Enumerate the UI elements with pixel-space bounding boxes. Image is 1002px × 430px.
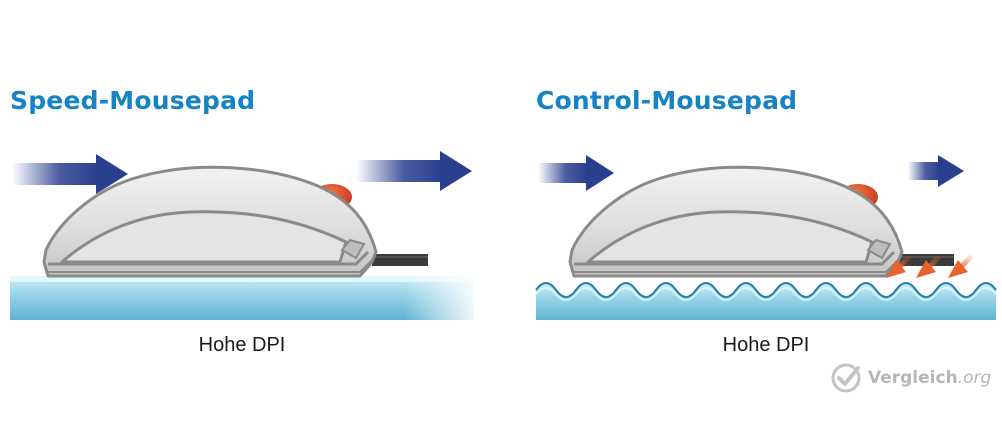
vergleich-watermark: Vergleich.org bbox=[830, 362, 991, 394]
friction-arrow-2 bbox=[916, 254, 942, 278]
watermark-name: Vergleich bbox=[868, 368, 958, 388]
right-mouse-illustration bbox=[568, 165, 956, 278]
speed-mousepad-caption: Hohe DPI bbox=[198, 334, 286, 356]
speed-mousepad-surface bbox=[10, 276, 474, 320]
speed-mousepad-title: Speed-Mousepad bbox=[10, 86, 256, 115]
check-circle-icon bbox=[831, 363, 861, 393]
right-motion-arrow-back bbox=[538, 155, 614, 191]
friction-arrow-3 bbox=[948, 254, 974, 278]
left-motion-arrow-back bbox=[12, 154, 128, 194]
control-mousepad-surface bbox=[535, 282, 997, 320]
left-motion-arrow-front bbox=[356, 151, 472, 191]
control-mousepad-caption: Hohe DPI bbox=[722, 334, 810, 356]
watermark-tld: .org bbox=[957, 368, 992, 388]
right-motion-arrow-front bbox=[908, 155, 964, 187]
friction-arrow-1 bbox=[886, 254, 912, 278]
control-mousepad-title: Control-Mousepad bbox=[536, 86, 798, 115]
